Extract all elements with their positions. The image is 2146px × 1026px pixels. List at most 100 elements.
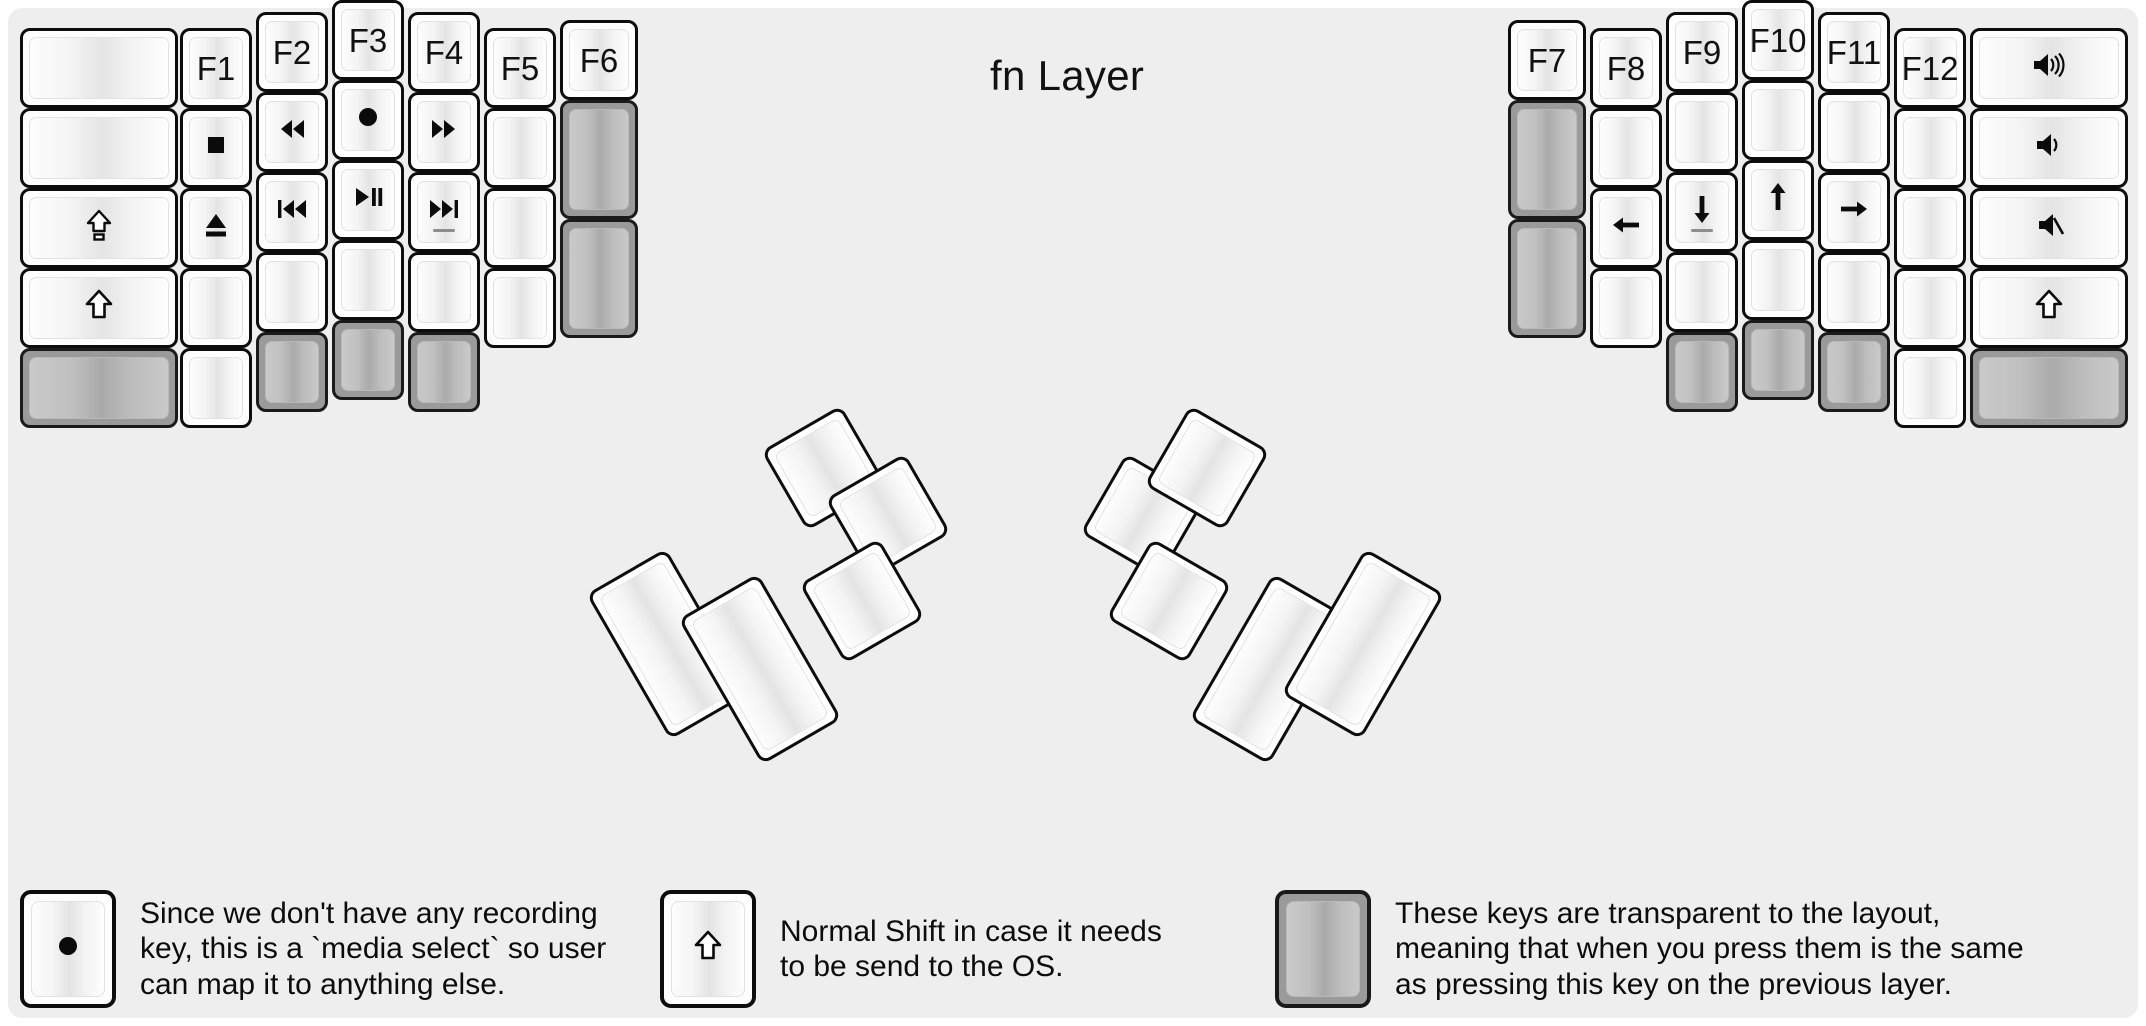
key-right-inner-r2[interactable] <box>1508 100 1586 219</box>
key-left-ring-r1[interactable]: F2 <box>256 12 328 92</box>
key-right-pinky-outer-r5[interactable] <box>1970 348 2128 428</box>
key-left-ring-r5[interactable] <box>256 332 328 412</box>
keycap-face <box>265 101 319 163</box>
key-left-middle-r2[interactable] <box>332 80 404 160</box>
key-right-middle-r2[interactable] <box>1742 80 1814 160</box>
key-left-middle-r3[interactable] <box>332 160 404 240</box>
key-left-pinky-r3[interactable] <box>180 188 252 268</box>
key-left-index-inner-r3[interactable] <box>484 188 556 268</box>
key-left-ring-r3[interactable] <box>256 172 328 252</box>
key-left-middle-r5[interactable] <box>332 320 404 400</box>
key-left-index-r5[interactable] <box>408 332 480 412</box>
keycap-face <box>1675 341 1729 403</box>
key-left-pinky-outer-r3[interactable] <box>20 188 178 268</box>
keycap-face <box>29 37 169 99</box>
key-label: F8 <box>1606 49 1646 87</box>
keycap-face <box>417 261 471 323</box>
shift-icon <box>79 285 119 331</box>
key-left-pinky-r2[interactable] <box>180 108 252 188</box>
key-right-middle-r3[interactable] <box>1742 160 1814 240</box>
key-left-inner-r1[interactable]: F6 <box>560 20 638 100</box>
keycap-face <box>1979 117 2119 179</box>
key-left-ring-r4[interactable] <box>256 252 328 332</box>
key-right-index-r1[interactable]: F9 <box>1666 12 1738 92</box>
key-right-index-r5[interactable] <box>1666 332 1738 412</box>
key-left-index-r4[interactable] <box>408 252 480 332</box>
key-left-pinky-outer-r4[interactable] <box>20 268 178 348</box>
key-left-index-inner-r1[interactable]: F5 <box>484 28 556 108</box>
shift-icon <box>688 926 728 972</box>
key-right-pinky-r5[interactable] <box>1894 348 1966 428</box>
key-right-index-inner-r1[interactable]: F8 <box>1590 28 1662 108</box>
keycap-face <box>1979 197 2119 259</box>
key-left-pinky-r5[interactable] <box>180 348 252 428</box>
key-left-pinky-r1[interactable]: F1 <box>180 28 252 108</box>
key-right-pinky-outer-r4[interactable] <box>1970 268 2128 348</box>
key-right-inner-r3[interactable] <box>1508 219 1586 338</box>
key-right-middle-r5[interactable] <box>1742 320 1814 400</box>
key-right-index-r3[interactable] <box>1666 172 1738 252</box>
key-right-pinky-r3[interactable] <box>1894 188 1966 268</box>
key-right-index-inner-r3[interactable] <box>1590 188 1662 268</box>
keycap-face <box>1517 228 1577 329</box>
keycap-face <box>493 277 547 339</box>
key-right-pinky-r1[interactable]: F12 <box>1894 28 1966 108</box>
keycap-face <box>1903 277 1957 339</box>
volume-down-icon <box>2029 125 2069 171</box>
keycap-face: F10 <box>1749 9 1807 71</box>
key-label: F3 <box>348 21 388 59</box>
key-left-index-inner-r4[interactable] <box>484 268 556 348</box>
key-right-ring-r2[interactable] <box>1818 92 1890 172</box>
key-right-pinky-outer-r3[interactable] <box>1970 188 2128 268</box>
key-right-pinky-r4[interactable] <box>1894 268 1966 348</box>
key-left-pinky-outer-r2[interactable] <box>20 108 178 188</box>
key-left-middle-r4[interactable] <box>332 240 404 320</box>
keycap-face <box>1903 197 1957 259</box>
key-right-pinky-outer-r1[interactable] <box>1970 28 2128 108</box>
shift-icon <box>2029 285 2069 331</box>
key-right-ring-r1[interactable]: F11 <box>1818 12 1890 92</box>
keycap-face <box>265 181 319 243</box>
key-left-index-r2[interactable] <box>408 92 480 172</box>
key-left-inner-r3[interactable] <box>560 219 638 338</box>
keycap-face <box>29 357 169 419</box>
legend-description-1: Since we don't have any recording key, t… <box>140 896 607 1001</box>
key-left-index-inner-r2[interactable] <box>484 108 556 188</box>
key-right-index-inner-r2[interactable] <box>1590 108 1662 188</box>
media-fast-forward-icon <box>424 109 464 155</box>
key-right-middle-r1[interactable]: F10 <box>1742 0 1814 80</box>
media-rewind-icon <box>272 109 312 155</box>
key-right-pinky-r2[interactable] <box>1894 108 1966 188</box>
keycap-face <box>1979 277 2119 339</box>
keycap-face <box>1827 261 1881 323</box>
arrow-right-icon <box>1834 189 1874 235</box>
key-label: F10 <box>1749 21 1807 59</box>
key-right-ring-r5[interactable] <box>1818 332 1890 412</box>
media-play-pause-icon <box>348 177 388 223</box>
key-right-ring-r3[interactable] <box>1818 172 1890 252</box>
keycap-face: F2 <box>265 21 319 83</box>
keycap-face <box>1675 101 1729 163</box>
key-right-index-r2[interactable] <box>1666 92 1738 172</box>
key-left-middle-r1[interactable]: F3 <box>332 0 404 80</box>
key-right-pinky-outer-r2[interactable] <box>1970 108 2128 188</box>
key-left-pinky-outer-r1[interactable] <box>20 28 178 108</box>
key-right-index-inner-r4[interactable] <box>1590 268 1662 348</box>
keycap-face <box>189 277 243 339</box>
keycap-face: F4 <box>417 21 471 83</box>
key-right-inner-r1[interactable]: F7 <box>1508 20 1586 100</box>
key-left-pinky-outer-r5[interactable] <box>20 348 178 428</box>
key-left-inner-r2[interactable] <box>560 100 638 219</box>
key-left-pinky-r4[interactable] <box>180 268 252 348</box>
key-left-ring-r2[interactable] <box>256 92 328 172</box>
key-right-ring-r4[interactable] <box>1818 252 1890 332</box>
key-label: F7 <box>1527 41 1567 79</box>
key-right-middle-r4[interactable] <box>1742 240 1814 320</box>
arrow-up-icon <box>1758 177 1798 223</box>
key-right-index-r4[interactable] <box>1666 252 1738 332</box>
key-left-index-r1[interactable]: F4 <box>408 12 480 92</box>
key-left-index-r3[interactable] <box>408 172 480 252</box>
media-previous-icon <box>272 189 312 235</box>
keycap-face <box>189 197 243 259</box>
